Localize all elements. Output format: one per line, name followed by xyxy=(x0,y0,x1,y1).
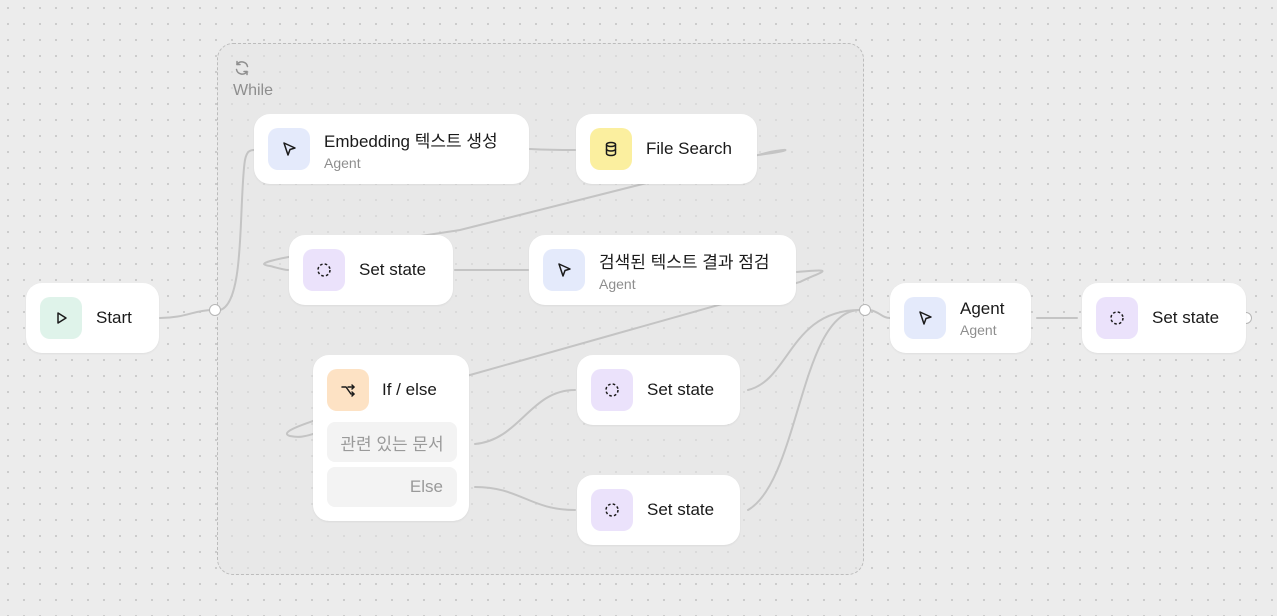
if-condition-relevant[interactable]: 관련 있는 문서 xyxy=(327,422,457,462)
dashed-circle-icon xyxy=(591,489,633,531)
cursor-pointer-icon xyxy=(904,297,946,339)
dashed-circle-icon xyxy=(303,249,345,291)
embedding-subtitle: Agent xyxy=(324,155,361,171)
while-input-port[interactable] xyxy=(209,304,221,316)
loop-refresh-icon xyxy=(235,60,249,76)
agent-title: Agent xyxy=(960,298,1005,318)
file-search-title: File Search xyxy=(646,139,732,158)
check-title: 검색된 텍스트 결과 점검 xyxy=(599,253,770,272)
while-output-port[interactable] xyxy=(859,304,871,316)
agent-node[interactable]: Agent Agent xyxy=(890,283,1031,353)
set-state-node-2[interactable]: Set state xyxy=(577,355,740,425)
set-state-3-title: Set state xyxy=(647,500,715,519)
if-else-node[interactable]: If / else 관련 있는 문서 Else xyxy=(313,355,469,521)
branch-icon xyxy=(327,369,369,411)
dashed-circle-icon xyxy=(591,369,633,411)
embedding-title: Embedding 텍스트 생성 xyxy=(324,132,498,151)
check-results-agent-node[interactable]: 검색된 텍스트 결과 점검 Agent xyxy=(529,235,796,305)
database-icon xyxy=(590,128,632,170)
start-title: Start xyxy=(96,308,132,327)
dashed-circle-icon xyxy=(1096,297,1138,339)
set-state-node-3[interactable]: Set state xyxy=(577,475,740,545)
if-else-title: If / else xyxy=(382,380,437,399)
set-state-final-title: Set state xyxy=(1152,308,1220,327)
start-node[interactable]: Start xyxy=(26,283,159,353)
set-state-2-title: Set state xyxy=(647,380,715,399)
edge-port-to-agent xyxy=(869,309,891,319)
agent-subtitle: Agent xyxy=(960,321,997,338)
else-condition[interactable]: Else xyxy=(327,467,457,507)
set-state-1-title: Set state xyxy=(359,260,427,279)
cursor-pointer-icon xyxy=(543,249,585,291)
check-subtitle: Agent xyxy=(599,276,636,292)
while-label: While xyxy=(233,82,274,99)
cursor-pointer-icon xyxy=(268,128,310,170)
play-icon xyxy=(40,297,82,339)
set-state-node-1[interactable]: Set state xyxy=(289,235,453,305)
file-search-node[interactable]: File Search xyxy=(576,114,757,184)
edge-start-to-port xyxy=(159,309,213,319)
embedding-agent-node[interactable]: Embedding 텍스트 생성 Agent xyxy=(254,114,529,184)
set-state-final-node[interactable]: Set state xyxy=(1082,283,1246,353)
